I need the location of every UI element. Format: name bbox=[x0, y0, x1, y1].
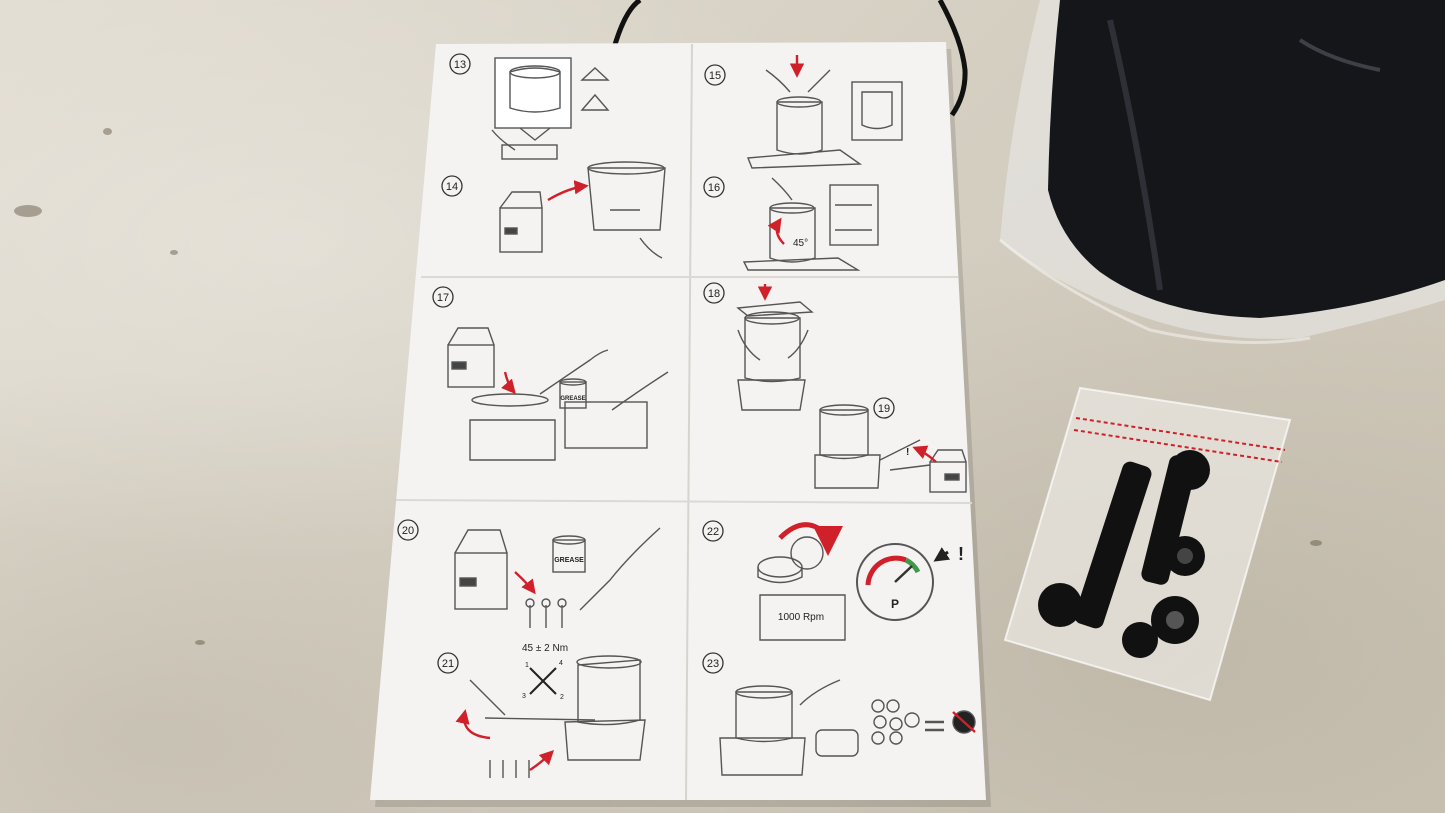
gauge-letter: P bbox=[891, 597, 899, 611]
step-20-label: 20 bbox=[402, 525, 414, 537]
warning-mark: ! bbox=[958, 544, 964, 564]
step-22-label: 22 bbox=[707, 526, 719, 538]
stain bbox=[14, 205, 42, 217]
torque-seq-1: 1 bbox=[525, 662, 529, 669]
rpm-text: 1000 Rpm bbox=[778, 612, 824, 623]
step-15-label: 15 bbox=[709, 70, 721, 82]
step-19-label: 19 bbox=[878, 403, 890, 415]
torque-seq-4: 4 bbox=[559, 660, 563, 667]
grease-can-label: GREASE bbox=[554, 557, 584, 564]
grease-can-label: GREASE bbox=[560, 396, 585, 402]
step-16-label: 16 bbox=[708, 182, 720, 194]
torque-seq-2: 2 bbox=[560, 694, 564, 701]
step-23-label: 23 bbox=[707, 658, 719, 670]
angle-text: 45° bbox=[793, 238, 808, 249]
step-14-label: 14 bbox=[446, 181, 458, 193]
paper bbox=[370, 42, 986, 800]
torque-spec: 45 ± 2 Nm bbox=[522, 643, 568, 654]
stain bbox=[103, 128, 112, 135]
step-13-label: 13 bbox=[454, 59, 466, 71]
warning-mark: ! bbox=[906, 447, 909, 458]
step-18-label: 18 bbox=[708, 288, 720, 300]
step-17-label: 17 bbox=[437, 292, 449, 304]
stain bbox=[1310, 540, 1322, 546]
torque-seq-3: 3 bbox=[522, 693, 526, 700]
stain bbox=[170, 250, 178, 255]
step-21-label: 21 bbox=[442, 658, 454, 670]
stain bbox=[195, 640, 205, 645]
